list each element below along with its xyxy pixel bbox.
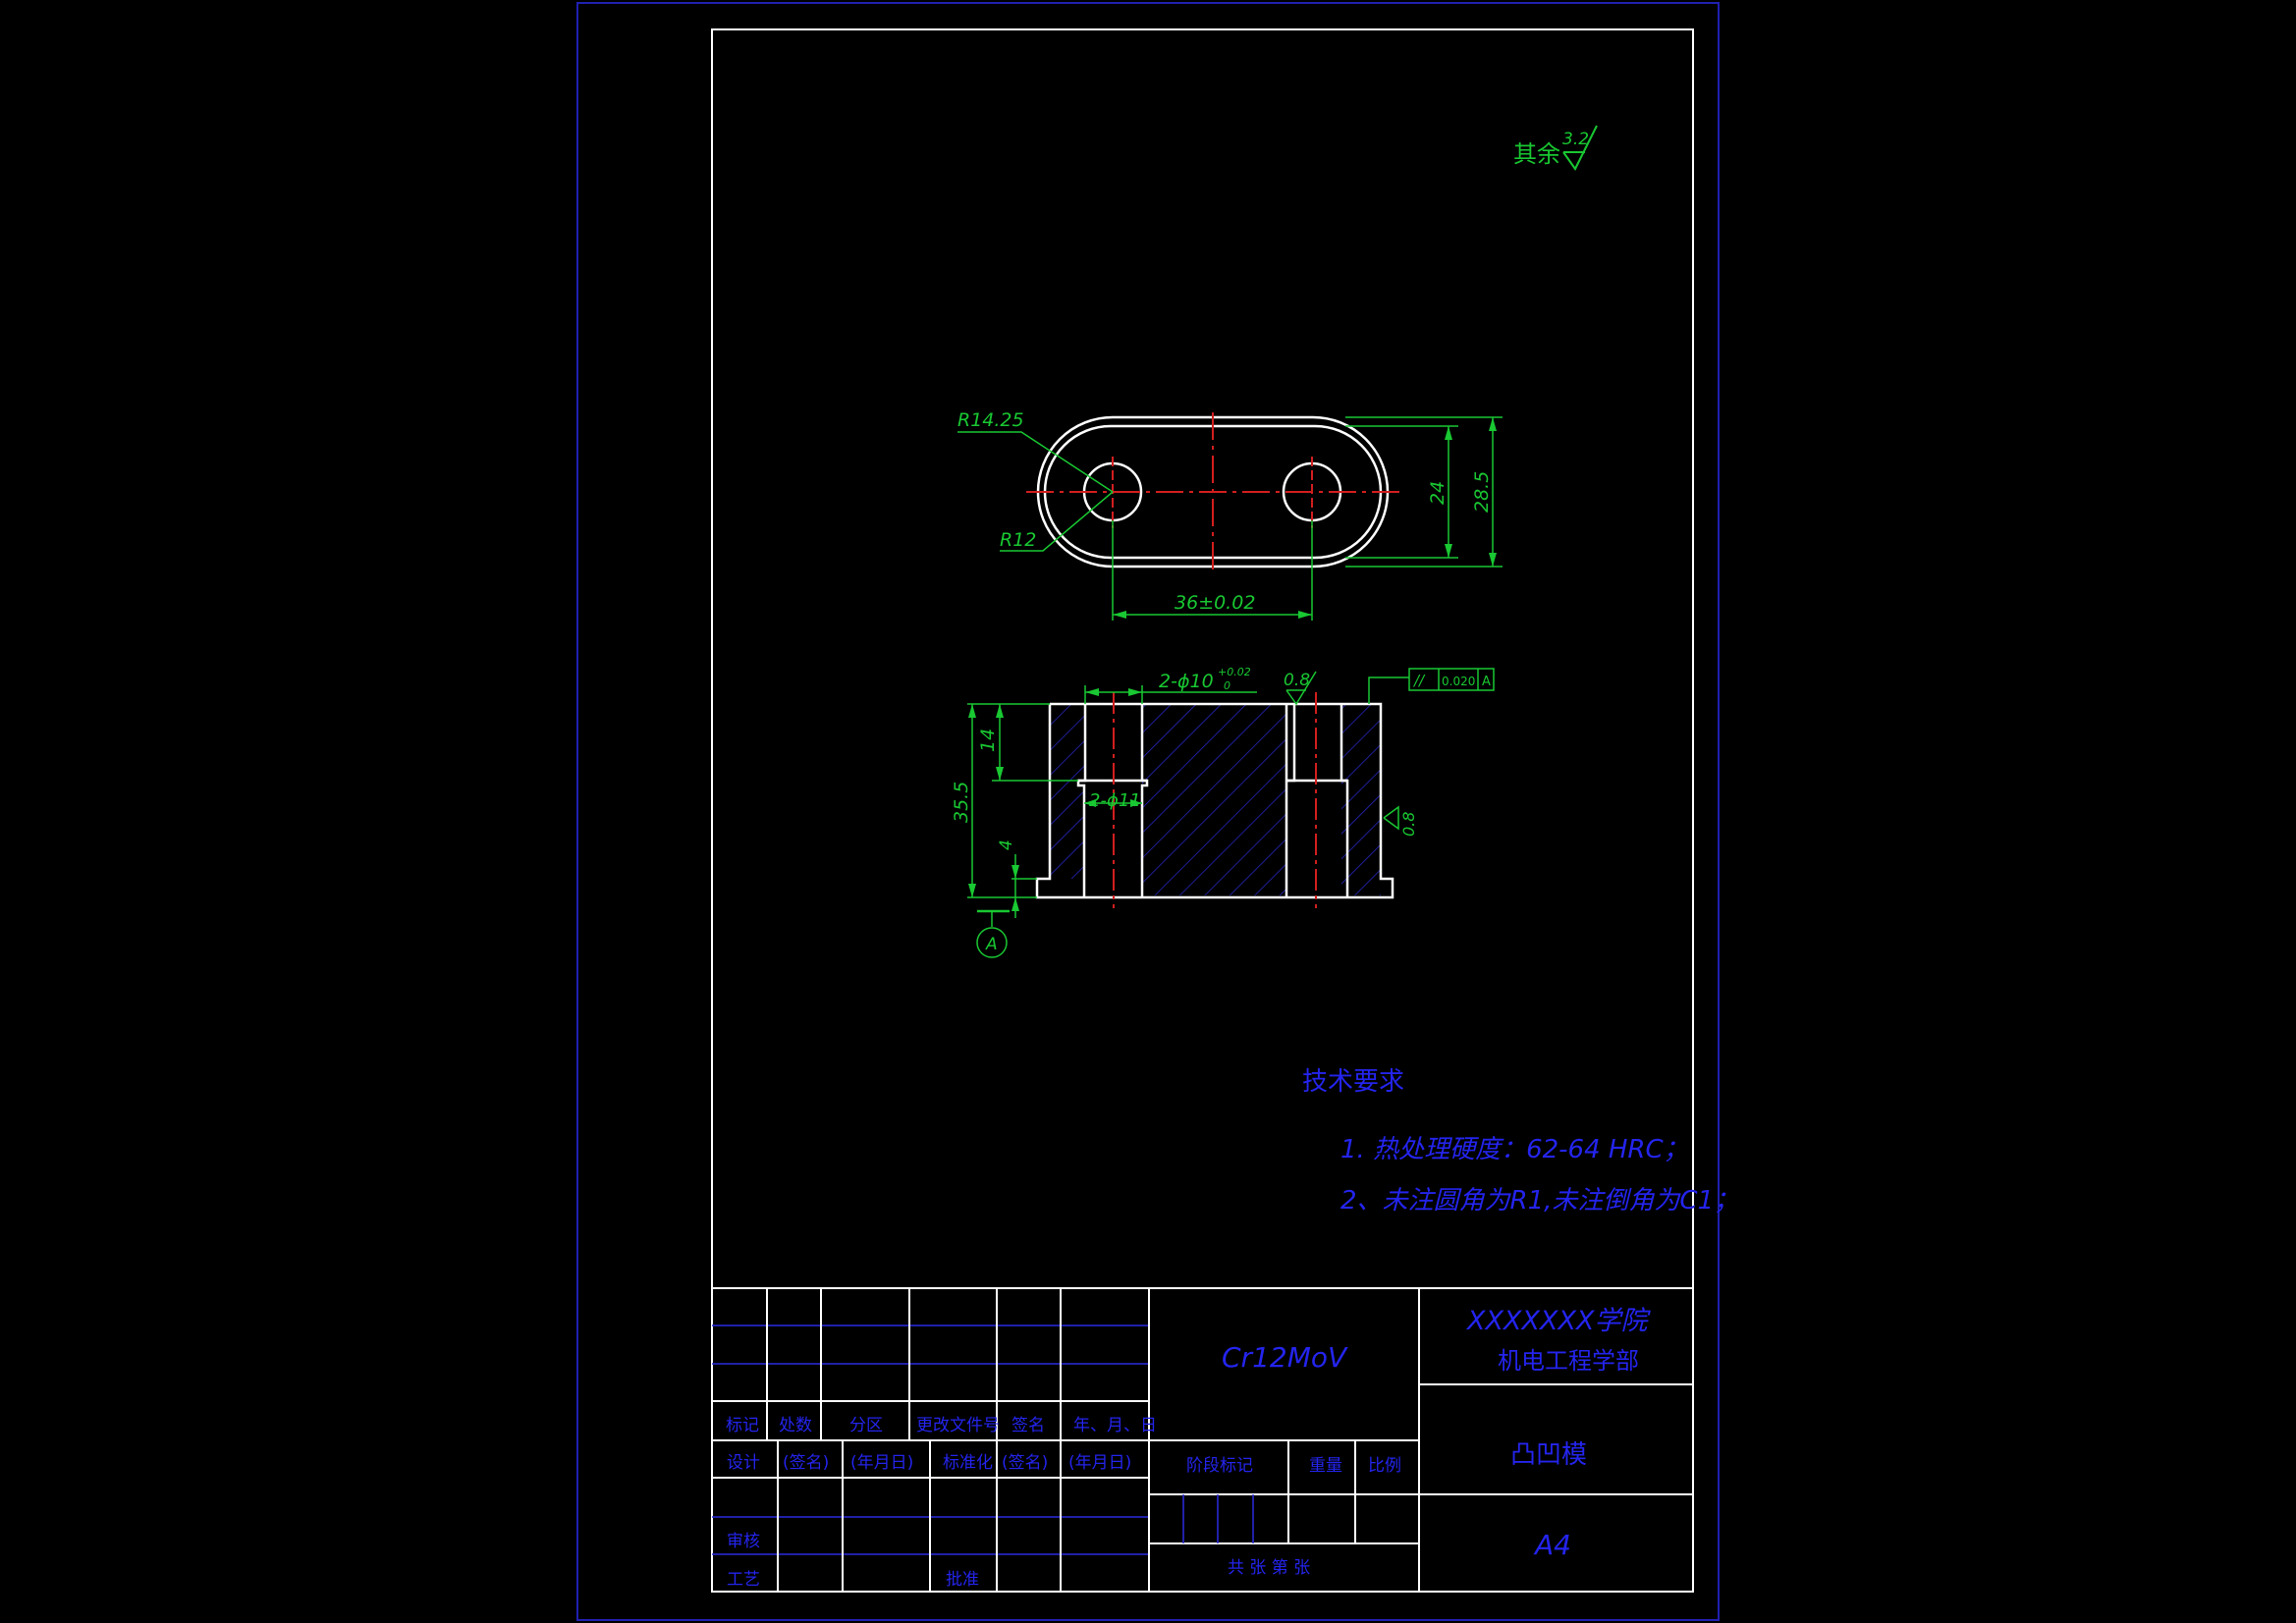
tolerance-frame (1408, 668, 1495, 691)
front-view: 2-ϕ10 +0.02 0 0.8 // 0.020 A 2-ϕ11 0.8 3… (951, 666, 1495, 958)
radius-inner-label: R12 (1000, 529, 1036, 551)
left-hole-wall-a (1076, 704, 1087, 897)
part-section-outline (1035, 702, 1394, 899)
rev-label-count: 处数 (779, 1416, 812, 1435)
rev-label-doc: 更改文件号 (916, 1416, 1000, 1435)
radius-outer-label: R14.25 (957, 409, 1024, 431)
hole-dia-label: 2-ϕ10 (1159, 671, 1214, 692)
rev-label-sign: 签名 (1011, 1416, 1045, 1435)
tech-req-title: 技术要求 (1302, 1067, 1404, 1097)
school-name: XXXXXXX学院 (1465, 1306, 1651, 1336)
sign-row-signature-2: (签名) (1002, 1453, 1048, 1473)
stage-mark-label: 阶段标记 (1186, 1456, 1253, 1476)
title-block: Cr12MoV XXXXXXX学院 机电工程学部 凸凹模 A4 标记 处数 分区… (711, 1287, 1694, 1593)
rev-label-zone: 分区 (849, 1416, 883, 1435)
sign-row-signature: (签名) (783, 1453, 829, 1473)
approve-label: 批准 (946, 1570, 979, 1590)
step-height-label: 4 (997, 839, 1016, 850)
tolerance-datum: A (1482, 675, 1491, 689)
rev-label-mark: 标记 (726, 1416, 759, 1435)
surface-finish-note: 其余 3.2 (1513, 125, 1598, 171)
surface-finish-value: 3.2 (1562, 130, 1589, 149)
scale-label: 比例 (1368, 1456, 1401, 1476)
roughness-side-icon (1383, 805, 1399, 831)
depth-top-label: 14 (977, 729, 999, 752)
weight-label: 重量 (1309, 1456, 1342, 1476)
roughness-symbol-icon (1562, 125, 1598, 171)
height-total-label: 35.5 (951, 782, 972, 823)
datum-circle-icon (976, 927, 1008, 958)
top-view: R14.25 R12 24 28.5 36±0.02 (957, 409, 1503, 621)
sign-row-standard: 标准化 (943, 1453, 993, 1473)
tolerance-leader (1368, 676, 1409, 704)
sign-row-date-2: (年月日) (1068, 1453, 1131, 1473)
sheet-size: A4 (1533, 1529, 1571, 1561)
rev-label-date: 年、月、日 (1073, 1416, 1157, 1435)
hole-spacing-label: 36±0.02 (1175, 592, 1255, 614)
width-outer-label: 28.5 (1471, 471, 1493, 513)
width-inner-label: 24 (1427, 481, 1449, 505)
material-label: Cr12MoV (1222, 1341, 1348, 1374)
surface-finish-prefix: 其余 (1513, 140, 1560, 168)
part-name: 凸凹模 (1510, 1440, 1587, 1470)
parallelism-icon: // (1412, 672, 1426, 689)
outer-sheet-border (576, 2, 1720, 1621)
roughness-side-label: 0.8 (1399, 812, 1418, 837)
process-label: 工艺 (727, 1570, 760, 1590)
technical-requirements: 技术要求 1. 热处理硬度：62-64 HRC； 2、未注圆角为R1,未注倒角为… (1302, 1067, 1739, 1216)
datum-label: A (985, 935, 998, 954)
roughness-top-label: 0.8 (1284, 671, 1310, 690)
counterbore-label: 2-ϕ11 (1089, 790, 1141, 811)
sign-row-date: (年月日) (850, 1453, 913, 1473)
tech-req-item-1: 1. 热处理硬度：62-64 HRC； (1340, 1135, 1689, 1164)
roughness-top-icon (1285, 671, 1317, 706)
left-hole-wall-b (1140, 704, 1149, 897)
sign-row-design: 设计 (727, 1453, 760, 1473)
radius-inner-leader (1000, 491, 1114, 552)
sheets-label: 共 张 第 张 (1228, 1558, 1310, 1578)
check-label: 审核 (727, 1532, 760, 1551)
hole-tol-lower: 0 (1224, 679, 1230, 692)
hole-tol-upper: +0.02 (1218, 666, 1251, 678)
tolerance-value: 0.020 (1442, 675, 1475, 688)
department-name: 机电工程学部 (1498, 1347, 1639, 1375)
tech-req-item-2: 2、未注圆角为R1,未注倒角为C1； (1340, 1186, 1739, 1216)
radius-outer-leader (957, 431, 1114, 493)
